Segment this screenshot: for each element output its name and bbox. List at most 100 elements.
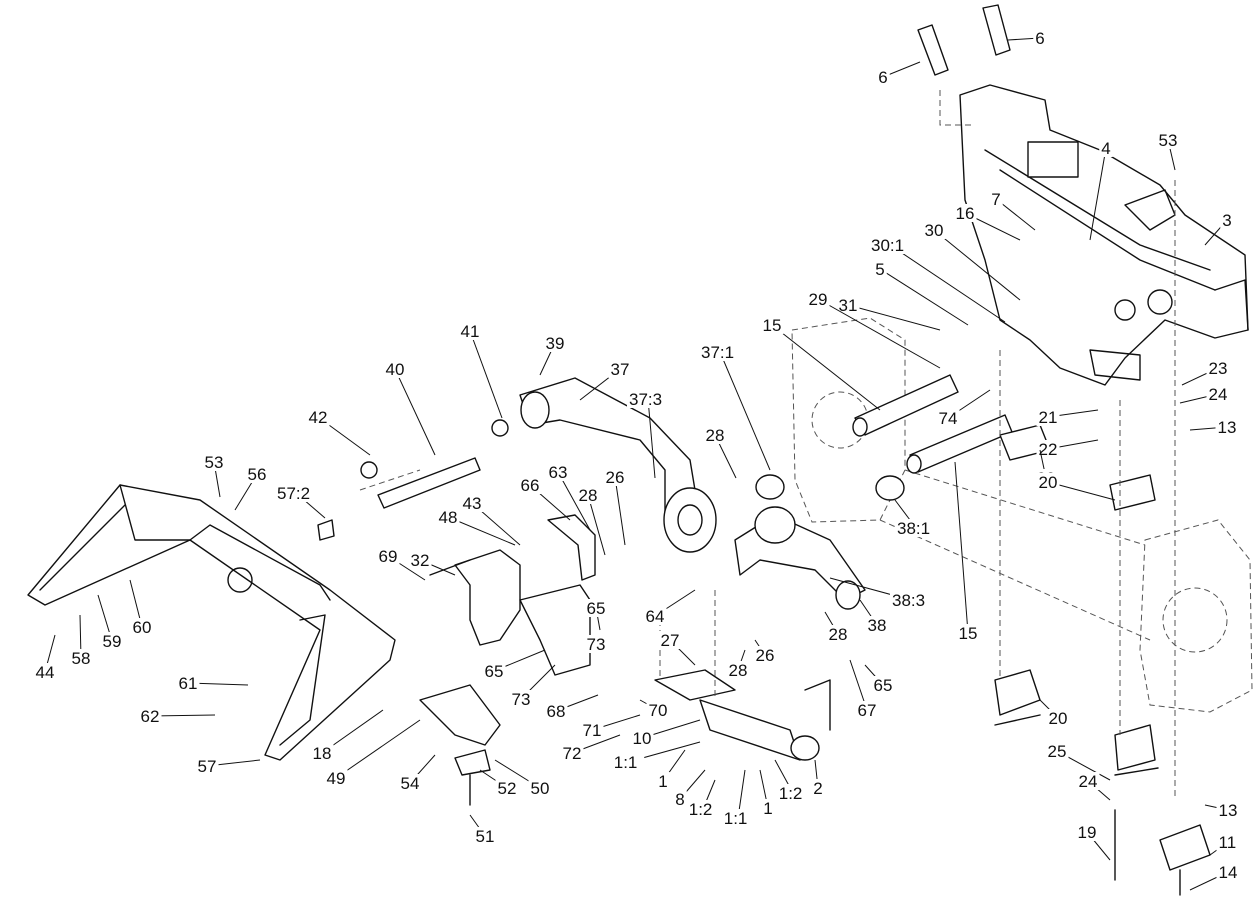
callout-label-backdrop bbox=[195, 757, 219, 775]
part-callout-label: 7 bbox=[991, 190, 1000, 209]
part-callout-label: 48 bbox=[439, 508, 458, 527]
callout-leader-line bbox=[847, 304, 941, 331]
part-callout-label: 57 bbox=[198, 757, 217, 776]
callout-label-backdrop bbox=[482, 662, 506, 680]
callout-label-backdrop bbox=[643, 607, 667, 625]
part-callout-label: 74 bbox=[939, 409, 958, 428]
part-callout-label: 1:2 bbox=[779, 784, 803, 803]
part-callout-label: 65 bbox=[587, 599, 606, 618]
part-callout-label: 30 bbox=[925, 221, 944, 240]
callout-label-backdrop bbox=[699, 343, 741, 361]
part-callout-label: 1:1 bbox=[724, 809, 748, 828]
part-callout-label: 1:1 bbox=[614, 753, 638, 772]
callout-leader-line bbox=[335, 719, 421, 779]
callout-label-backdrop bbox=[826, 625, 850, 643]
callout-label-backdrop bbox=[627, 390, 669, 408]
part-callout-label: 37:1 bbox=[701, 343, 734, 362]
callout-label-backdrop bbox=[1215, 418, 1239, 436]
callout-label-backdrop bbox=[936, 409, 960, 427]
callout-label-backdrop bbox=[1216, 833, 1240, 851]
part-callout-label: 29 bbox=[809, 290, 828, 309]
part-callout-label: 44 bbox=[36, 663, 55, 682]
callout-layer: 66534731630:130531291537:123242113742220… bbox=[33, 29, 1240, 891]
part-callout-label: 18 bbox=[313, 744, 332, 763]
callout-label-backdrop bbox=[509, 690, 533, 708]
callout-label-backdrop bbox=[324, 769, 348, 787]
callout-label-backdrop bbox=[543, 334, 567, 352]
part-callout-label: 68 bbox=[547, 702, 566, 721]
part-callout-label: 4 bbox=[1101, 139, 1110, 158]
part-callout-label: 28 bbox=[579, 486, 598, 505]
part-callout-label: 23 bbox=[1209, 359, 1228, 378]
callout-label-backdrop bbox=[495, 779, 519, 797]
callout-leader-line bbox=[771, 324, 881, 411]
callout-leader-line bbox=[817, 298, 941, 369]
callout-label-backdrop bbox=[376, 547, 400, 565]
part-callout-label: 38 bbox=[868, 616, 887, 635]
part-callout-label: 72 bbox=[563, 744, 582, 763]
callout-label-backdrop bbox=[630, 729, 654, 747]
part-callout-label: 6 bbox=[1035, 29, 1044, 48]
callout-label-backdrop bbox=[1206, 359, 1230, 377]
part-callout-label: 11 bbox=[1219, 833, 1237, 852]
sensor-left bbox=[917, 24, 949, 76]
part-callout-label: 50 bbox=[531, 779, 550, 798]
callout-label-backdrop bbox=[1033, 29, 1047, 47]
part-callout-label: 20 bbox=[1049, 709, 1068, 728]
callout-label-backdrop bbox=[658, 631, 682, 649]
part-callout-label: 13 bbox=[1218, 418, 1237, 437]
part-callout-label: 59 bbox=[103, 632, 122, 651]
callout-label-backdrop bbox=[408, 551, 432, 569]
part-callout-label: 51 bbox=[476, 827, 495, 846]
callout-label-backdrop bbox=[855, 701, 879, 719]
callout-label-backdrop bbox=[1099, 139, 1113, 157]
callout-label-backdrop bbox=[1156, 131, 1180, 149]
callout-leader-line bbox=[614, 476, 626, 546]
callout-label-backdrop bbox=[202, 453, 226, 471]
pivot-shaft-upper bbox=[852, 374, 959, 437]
callout-label-backdrop bbox=[584, 599, 608, 617]
part-callout-label: 65 bbox=[874, 676, 893, 695]
part-callout-label: 58 bbox=[72, 649, 91, 668]
callout-label-backdrop bbox=[646, 701, 670, 719]
callout-label-backdrop bbox=[69, 649, 93, 667]
part-callout-label: 41 bbox=[461, 322, 480, 341]
callout-label-backdrop bbox=[546, 463, 570, 481]
callout-label-backdrop bbox=[245, 465, 269, 483]
callout-label-backdrop bbox=[1206, 385, 1230, 403]
part-callout-label: 5 bbox=[875, 260, 884, 279]
callout-label-backdrop bbox=[956, 624, 980, 642]
part-callout-label: 28 bbox=[829, 625, 848, 644]
lift-arm-37 bbox=[519, 377, 717, 553]
part-callout-label: 2 bbox=[813, 779, 822, 798]
callout-label-backdrop bbox=[836, 296, 860, 314]
part-callout-label: 53 bbox=[1159, 131, 1178, 150]
callout-label-backdrop bbox=[989, 190, 1003, 208]
part-callout-label: 26 bbox=[756, 646, 775, 665]
callout-label-backdrop bbox=[584, 635, 608, 653]
mount-block-20-upper-right bbox=[1109, 474, 1156, 511]
callout-leader-line bbox=[394, 368, 436, 456]
callout-leader-line bbox=[587, 494, 606, 556]
callout-label-backdrop bbox=[890, 591, 932, 609]
callout-label-backdrop bbox=[1036, 473, 1060, 491]
part-callout-label: 73 bbox=[512, 690, 531, 709]
callout-label-backdrop bbox=[1220, 211, 1234, 229]
callout-label-backdrop bbox=[721, 809, 755, 827]
part-callout-label: 37:3 bbox=[629, 390, 662, 409]
part-callout-label: 21 bbox=[1039, 408, 1058, 427]
callout-label-backdrop bbox=[33, 663, 57, 681]
part-callout-label: 25 bbox=[1048, 742, 1067, 761]
callout-leader-line bbox=[879, 268, 969, 326]
part-callout-label: 26 bbox=[606, 468, 625, 487]
part-callout-label: 62 bbox=[141, 707, 160, 726]
callout-label-backdrop bbox=[544, 702, 568, 720]
callout-label-backdrop bbox=[580, 721, 604, 739]
callout-label-backdrop bbox=[576, 486, 600, 504]
callout-label-backdrop bbox=[726, 661, 750, 679]
callout-label-backdrop bbox=[895, 519, 937, 537]
callout-label-backdrop bbox=[703, 426, 727, 444]
callout-label-backdrop bbox=[1216, 863, 1240, 881]
callout-label-backdrop bbox=[673, 790, 687, 808]
bracket-32 bbox=[429, 549, 591, 676]
